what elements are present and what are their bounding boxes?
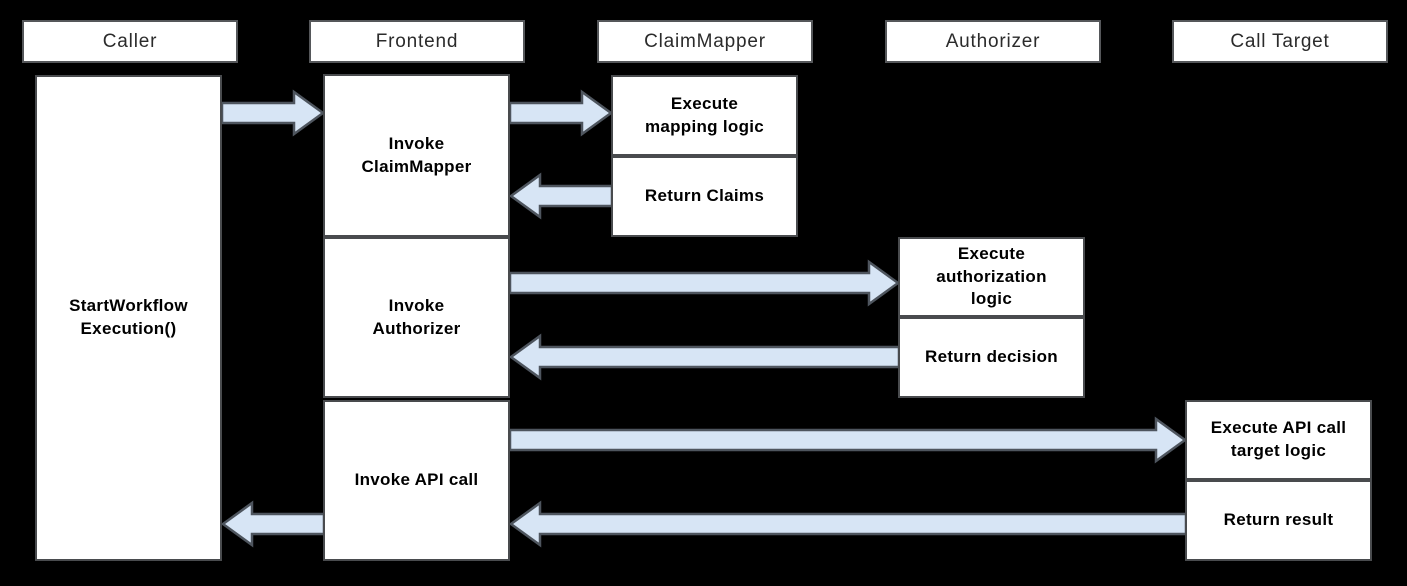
lifeline-header-claimmapper: ClaimMapper <box>597 20 813 63</box>
step-return-claims: Return Claims <box>611 156 798 237</box>
step-return-decision: Return decision <box>898 317 1085 398</box>
step-execute-api-call-target-logic: Execute API call target logic <box>1185 400 1372 480</box>
arrow-frontend-to-authorizer <box>508 259 901 307</box>
lifeline-header-caller: Caller <box>22 20 238 63</box>
step-invoke-claimmapper: Invoke ClaimMapper <box>323 74 510 237</box>
arrow-frontend-to-calltarget <box>508 416 1188 464</box>
arrow-frontend-return-to-caller <box>220 500 326 548</box>
step-startworkflowexecution: StartWorkflow Execution() <box>35 75 222 561</box>
step-invoke-authorizer: Invoke Authorizer <box>323 237 510 398</box>
step-invoke-api-call: Invoke API call <box>323 400 510 561</box>
lifeline-header-authorizer: Authorizer <box>885 20 1101 63</box>
step-return-result: Return result <box>1185 480 1372 561</box>
lifeline-header-frontend: Frontend <box>309 20 525 63</box>
arrow-calltarget-return-to-frontend <box>508 500 1188 548</box>
arrow-frontend-to-claimmapper <box>508 89 614 137</box>
step-execute-mapping-logic: Execute mapping logic <box>611 75 798 156</box>
arrow-authorizer-return-to-frontend <box>508 333 901 381</box>
step-execute-authorization-logic: Execute authorization logic <box>898 237 1085 317</box>
arrow-claimmapper-return-to-frontend <box>508 172 614 220</box>
lifeline-header-calltarget: Call Target <box>1172 20 1388 63</box>
arrow-caller-to-frontend <box>220 89 326 137</box>
